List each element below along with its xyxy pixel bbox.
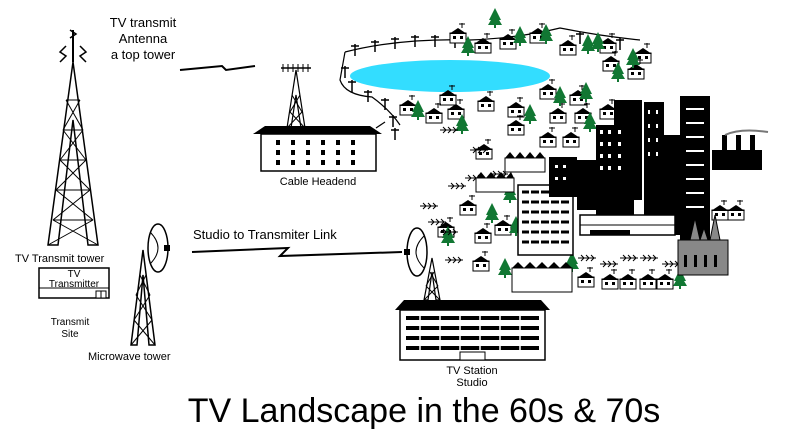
transmit-tower-label: TV Transmit tower [15,253,105,265]
cathedral-icon [677,214,729,276]
antenna-label-line1: TV transmit [110,15,177,30]
studio-link-label: Studio to Transmiter Link [193,227,337,242]
cable-headend-icon [253,64,382,172]
transmit-site-label-line1: Transmit [51,317,90,328]
factory-icon [712,129,769,170]
transmitter-building [38,267,110,299]
transmit-site-label-line2: Site [61,329,79,340]
studio-dish-icon [404,227,428,277]
tv-station-building [395,300,550,361]
city-skyline-icon [475,96,710,293]
tv-station-label-line2: Studio [456,377,487,389]
lake-icon [350,60,550,92]
microwave-dish-icon [147,223,170,273]
antenna-label-line2: Antenna [119,31,168,46]
lightning-bolt-icon [179,64,256,72]
antenna-label-line3: a top tower [111,47,176,62]
page-title: TV Landscape in the 60s & 70s [188,392,661,430]
transmitter-label-line2: Transmitter [49,279,100,290]
cable-headend-label: Cable Headend [280,176,356,188]
microwave-tower-icon [130,249,156,346]
studio-tower-icon [423,257,441,301]
transmit-tower-icon [47,29,99,246]
transmitter-label-line1: TV [68,269,81,280]
microwave-tower-label: Microwave tower [88,351,171,363]
tv-station-label-line1: TV Station [446,365,497,377]
studio-link-bolt [191,246,403,258]
